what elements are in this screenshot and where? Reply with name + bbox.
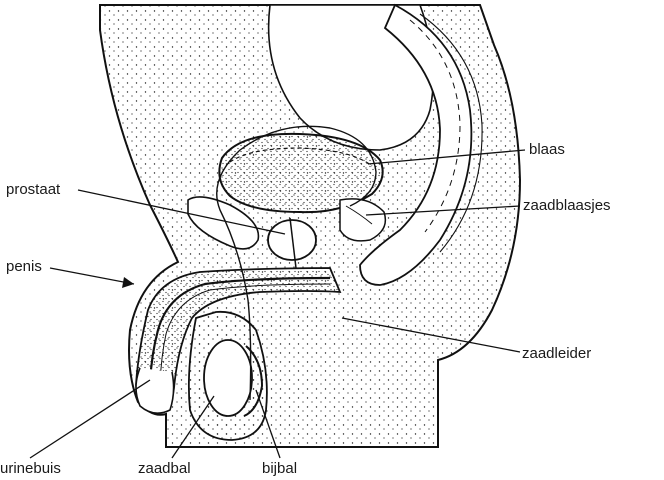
leader-urinebuis: [30, 380, 150, 458]
label-bijbal: bijbal: [262, 460, 297, 478]
testis: [204, 340, 252, 416]
label-urinebuis: urinebuis: [0, 460, 61, 478]
label-blaas: blaas: [529, 141, 565, 159]
label-zaadbal: zaadbal: [138, 460, 191, 478]
penis-arrowhead: [122, 277, 134, 288]
glans: [136, 368, 174, 413]
label-zaadleider: zaadleider: [522, 345, 591, 363]
leader-penis: [50, 268, 134, 284]
label-zaadblaasjes: zaadblaasjes: [523, 197, 664, 215]
label-prostaat: prostaat: [6, 181, 60, 199]
label-penis: penis: [6, 258, 42, 276]
